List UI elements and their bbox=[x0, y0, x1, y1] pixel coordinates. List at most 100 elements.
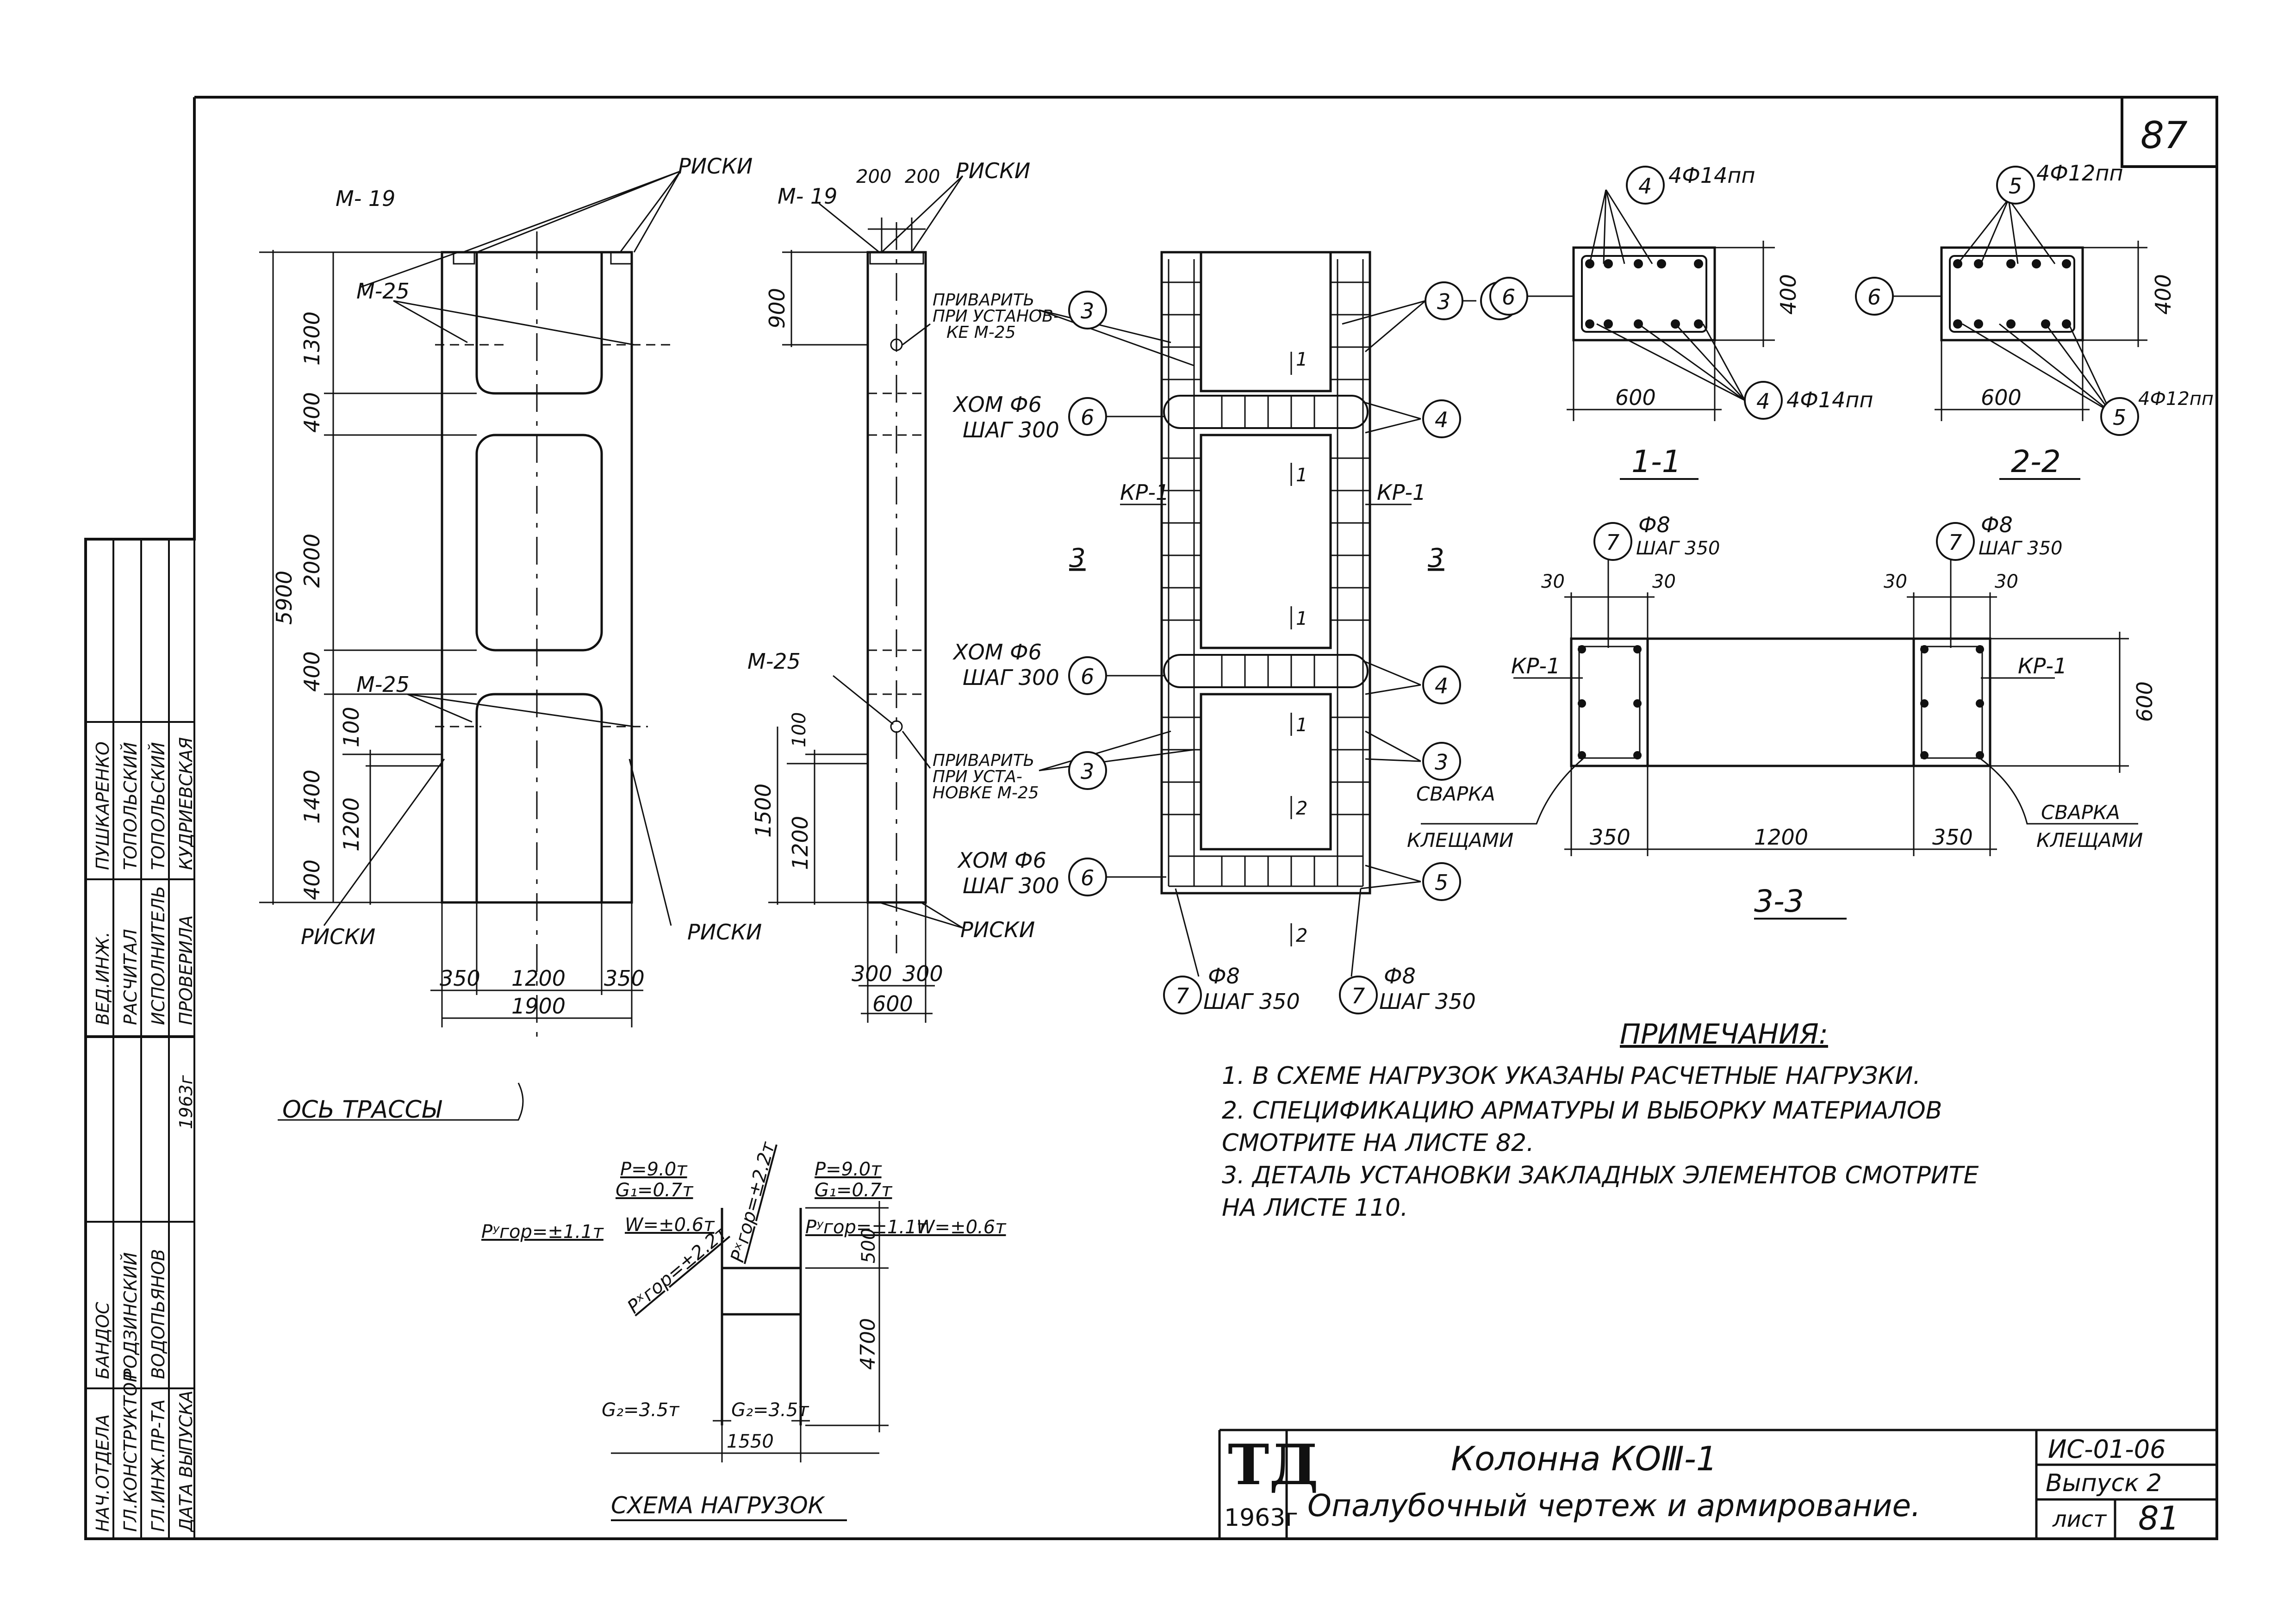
pos-5-right: 5 bbox=[1435, 870, 1448, 895]
section-2-2-bars bbox=[1953, 259, 2071, 329]
s33-pos7-left: 7 bbox=[1606, 530, 1619, 555]
s11-bottom-bars: 4Ф14пп bbox=[1786, 387, 1873, 412]
clamp-label-3a: ХОМ Ф6 bbox=[957, 848, 1046, 873]
publisher-logo: ТД bbox=[1228, 1432, 1319, 1498]
stamp-role-3: ГЛ.ИНЖ.ПР-ТА bbox=[148, 1399, 168, 1532]
reinforcement-stirrups bbox=[1120, 281, 1412, 946]
load-scheme-title: СХЕМА НАГРУЗОК bbox=[611, 1492, 826, 1519]
pgor-diag-right: Рˣгор=±2.2т bbox=[727, 1139, 779, 1264]
section-3-3 bbox=[1421, 560, 2138, 920]
dim-1400: 1400 bbox=[299, 770, 324, 824]
cut-2-b: 2 bbox=[1296, 925, 1307, 946]
dim-900: 900 bbox=[765, 288, 790, 329]
dim-1300: 1300 bbox=[299, 311, 324, 366]
s22-pos5-top: 5 bbox=[2009, 174, 2022, 199]
section-3-right: 3 bbox=[1428, 543, 1444, 573]
dim-200-a: 200 bbox=[856, 166, 891, 187]
stamp-role-1: НАЧ.ОТДЕЛА bbox=[93, 1414, 113, 1532]
section-3-3-labels: 7 7 Ф8 ШАГ 350 Ф8 ШАГ 350 30 30 30 30 КР… bbox=[1407, 512, 2157, 919]
notes-heading: ПРИМЕЧАНИЯ: bbox=[1620, 1018, 1828, 1051]
weld-note-bottom-2: ПРИ УСТА- bbox=[933, 767, 1022, 786]
pos-3-left-top: 3 bbox=[1081, 298, 1094, 323]
s33-pos7-right: 7 bbox=[1948, 530, 1962, 555]
cut-1-d: 1 bbox=[1296, 715, 1307, 736]
sheet-number: 81 bbox=[2138, 1499, 2180, 1537]
cut-2-a: 2 bbox=[1296, 798, 1307, 819]
w-right: W=±0.6т bbox=[916, 1217, 1007, 1238]
s11-dim-w: 600 bbox=[1615, 385, 1656, 410]
load-scheme-labels: Р=9.0т G₁=0.7т Рʸгор=±1.1т W=±0.6т Рˣгор… bbox=[481, 1139, 1007, 1519]
p-right: Р=9.0т bbox=[815, 1159, 882, 1180]
reinforcement-bubbles bbox=[1068, 281, 1519, 1014]
section-2-2-labels: 5 6 5 4Ф12пп 4Ф12пп 400 600 2-2 bbox=[1867, 161, 2214, 479]
s11-pos4-top: 4 bbox=[1638, 174, 1652, 199]
stamp-role-2: ГЛ.КОНСТРУКТОР bbox=[120, 1371, 141, 1532]
kp1-right: КР-1 bbox=[1377, 480, 1426, 505]
side-elevation-labels: М- 19 200 200 РИСКИ 900 ПРИВАРИТЬ ПРИ УС… bbox=[747, 158, 1059, 1016]
weld-note-top-2: ПРИ УСТАНОВ- bbox=[933, 307, 1059, 326]
s33-dim30-c: 30 bbox=[1884, 571, 1907, 592]
pos-4-right-a: 4 bbox=[1435, 407, 1448, 432]
stamp-year: 1963г bbox=[176, 1075, 196, 1129]
pos-6-left-a: 6 bbox=[1081, 405, 1094, 430]
g2-right: G₂=3.5т bbox=[731, 1399, 809, 1421]
s33-dim-1200: 1200 bbox=[1754, 825, 1808, 850]
s33-dim30-b: 30 bbox=[1652, 571, 1676, 592]
stamp-name-1: БАНДОС bbox=[93, 1302, 113, 1379]
s33-step-right: ШАГ 350 bbox=[1979, 538, 2062, 559]
bottom-phi8-right: Ф8 bbox=[1384, 964, 1416, 989]
kp1-left: КР-1 bbox=[1120, 480, 1169, 505]
s33-dim-350-b: 350 bbox=[1932, 825, 1973, 850]
dim-1900: 1900 bbox=[511, 994, 566, 1019]
risks-label-right: РИСКИ bbox=[687, 920, 762, 945]
sheet-label: лист bbox=[2053, 1506, 2107, 1532]
note-3-cont: НА ЛИСТЕ 110. bbox=[1222, 1194, 1408, 1222]
s33-kp1-left: КР-1 bbox=[1511, 653, 1560, 678]
section-3-left: 3 bbox=[1069, 543, 1086, 573]
s33-dim30-a: 30 bbox=[1541, 571, 1565, 592]
s11-pos4-bottom: 4 bbox=[1756, 389, 1770, 414]
g1-right: G₁=0.7т bbox=[815, 1180, 893, 1201]
stamp-name-7: КУДРИЕВСКАЯ bbox=[176, 737, 196, 870]
note-1: 1. В СХЕМЕ НАГРУЗОК УКАЗАНЫ РАСЧЕТНЫЕ НА… bbox=[1222, 1062, 1921, 1090]
dim-5900: 5900 bbox=[272, 571, 297, 625]
s33-weld-left-1: СВАРКА bbox=[1416, 783, 1495, 805]
risks-label-bottom-2: РИСКИ bbox=[960, 917, 1035, 942]
pos-3-right-top: 3 bbox=[1437, 289, 1450, 314]
dim-300-b: 300 bbox=[902, 961, 943, 986]
title-block-frame bbox=[1218, 1429, 2217, 1539]
weld-note-top-1: ПРИВАРИТЬ bbox=[933, 291, 1034, 310]
bottom-step-right: ШАГ 350 bbox=[1379, 989, 1476, 1014]
risks-label-left: РИСКИ bbox=[301, 924, 375, 949]
dim-1200-v: 1200 bbox=[339, 797, 364, 852]
s11-top-bars: 4Ф14пп bbox=[1668, 163, 1755, 188]
s22-dim-w: 600 bbox=[1981, 385, 2022, 410]
s33-step-left: ШАГ 350 bbox=[1636, 538, 1720, 559]
s33-phi8-left: Ф8 bbox=[1638, 512, 1670, 537]
clamp-label-1a: ХОМ Ф6 bbox=[952, 392, 1042, 417]
s33-dim-350-a: 350 bbox=[1590, 825, 1630, 850]
s33-dim30-d: 30 bbox=[1995, 571, 2018, 592]
axis-label: ОСЬ ТРАССЫ bbox=[282, 1096, 442, 1124]
dim-1500: 1500 bbox=[751, 784, 776, 838]
section-1-1-bars bbox=[1585, 259, 1703, 329]
s22-pos6: 6 bbox=[1867, 285, 1881, 310]
s11-title: 1-1 bbox=[1631, 444, 1681, 479]
drawing-title-line2: Опалубочный чертеж и армирование. bbox=[1307, 1488, 1921, 1524]
dim-1200-h: 1200 bbox=[511, 966, 566, 991]
note-2-cont: СМОТРИТЕ НА ЛИСТЕ 82. bbox=[1222, 1129, 1534, 1157]
load-scheme bbox=[611, 1201, 889, 1521]
pos-7-right: 7 bbox=[1351, 983, 1365, 1008]
stamp-name-2: РОДЗИНСКИЙ bbox=[120, 1252, 141, 1379]
s33-weld-right-1: СВАРКА bbox=[2041, 801, 2120, 824]
risks-label-top-2: РИСКИ bbox=[956, 158, 1030, 183]
clamp-label-1b: ШАГ 300 bbox=[963, 417, 1059, 442]
sheet-corner-number: 87 bbox=[2140, 114, 2188, 157]
s11-pos6: 6 bbox=[1502, 285, 1515, 310]
formwork-elevation-labels: М- 19 РИСКИ М-25 М-25 РИСКИ РИСКИ 5900 1… bbox=[272, 154, 762, 1124]
section-2-2-bubbles bbox=[1855, 166, 2139, 436]
pos-6-left-c: 6 bbox=[1081, 865, 1094, 890]
weld-note-top-3: КЕ М-25 bbox=[946, 323, 1016, 342]
pos-6-left-b: 6 bbox=[1081, 664, 1094, 689]
